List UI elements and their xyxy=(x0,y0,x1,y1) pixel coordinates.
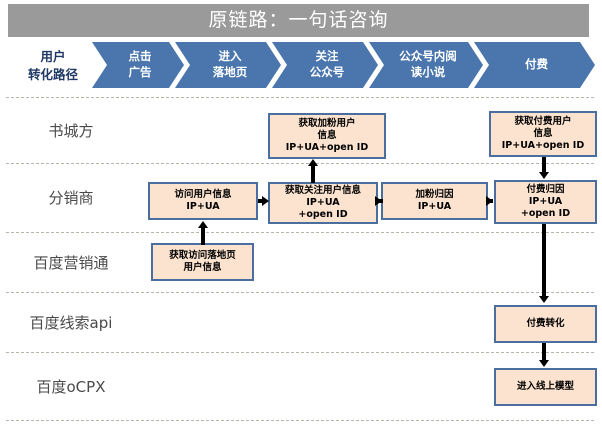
box-pay-attribution-line3: +open ID xyxy=(520,208,571,220)
box-pay-conversion-line1: 付费转化 xyxy=(526,317,565,329)
arrow-payconv-to-model-head xyxy=(539,360,549,367)
arrow-visit-to-follow-head xyxy=(262,196,269,206)
arrow-landing-to-visit-line xyxy=(201,228,205,245)
arrow-payattr-to-payconv-line xyxy=(542,224,546,298)
lane-label-baidu-leads-api: 百度线索api xyxy=(29,313,113,332)
conversion-path-label-line2: 转化路径 xyxy=(27,67,78,82)
lane-label-distributor: 分销商 xyxy=(48,189,94,207)
box-fan-user-info-line3: IP+UA+open ID xyxy=(285,142,369,154)
arrow-payattr-to-payconv-head xyxy=(539,296,549,303)
lane-label-baidu-ocpx: 百度oCPX xyxy=(36,377,106,396)
box-follow-user-info-line3: +open ID xyxy=(298,209,348,221)
arrow-landing-to-visit-head xyxy=(198,221,208,228)
box-pay-conversion[interactable]: 付费转化 xyxy=(494,305,597,343)
path-step-read-novel-line1: 公众号内阅 xyxy=(399,49,457,64)
box-pay-user-info-line1: 获取付费用户 xyxy=(514,115,572,127)
box-fan-attribution-line2: IP+UA xyxy=(417,201,452,212)
path-step-follow-official-account-line1: 关注 xyxy=(315,49,339,64)
arrow-payuser-to-payattr-line xyxy=(542,157,546,173)
box-enter-online-model[interactable]: 进入线上模型 xyxy=(494,368,597,406)
box-visit-user-info[interactable]: 访问用户信息 IP+UA xyxy=(148,182,258,220)
box-landing-user-info-line1: 获取访问落地页 xyxy=(169,249,236,261)
box-fan-user-info-line1: 获取加粉用户 xyxy=(298,117,356,129)
path-step-enter-landing-page-line2: 落地页 xyxy=(212,65,248,79)
path-step-follow-official-account[interactable]: 关注 公众号 xyxy=(272,42,378,88)
box-pay-attribution-line2: IP+UA xyxy=(528,195,563,207)
box-follow-user-info-line2: IP+UA xyxy=(306,196,340,208)
arrow-payuser-to-payattr-head xyxy=(539,172,549,179)
path-step-click-ad-line2: 广告 xyxy=(128,65,152,79)
box-fan-user-info[interactable]: 获取加粉用户 信息 IP+UA+open ID xyxy=(268,113,386,159)
box-pay-attribution[interactable]: 付费归因 IP+UA +open ID xyxy=(494,180,597,224)
box-visit-user-info-line2: IP+UA xyxy=(186,201,220,212)
box-pay-user-info-line2: 信息 xyxy=(533,127,553,139)
path-step-pay-line1: 付费 xyxy=(525,57,548,72)
path-step-click-ad-line1: 点击 xyxy=(128,49,152,64)
box-fan-user-info-line2: 信息 xyxy=(317,129,337,141)
box-visit-user-info-line1: 访问用户信息 xyxy=(174,188,232,200)
path-step-enter-landing-page-line1: 进入 xyxy=(218,49,242,64)
lane-label-bookstore: 书城方 xyxy=(48,121,94,140)
box-landing-user-info-line2: 用户信息 xyxy=(183,262,222,273)
box-enter-online-model-line1: 进入线上模型 xyxy=(516,380,574,392)
path-step-click-ad[interactable]: 点击 广告 xyxy=(92,42,184,88)
lane-divider-3 xyxy=(6,232,594,233)
box-pay-user-info-line3: IP+UA+open ID xyxy=(501,140,585,152)
box-follow-user-info-line1: 获取关注用户信息 xyxy=(284,184,361,196)
arrow-fanattr-to-payattr-head xyxy=(486,196,493,206)
box-landing-user-info[interactable]: 获取访问落地页 用户信息 xyxy=(151,243,254,281)
box-fan-attribution[interactable]: 加粉归因 IP+UA xyxy=(381,182,488,220)
box-follow-user-info[interactable]: 获取关注用户信息 IP+UA +open ID xyxy=(268,182,378,224)
path-step-follow-official-account-line2: 公众号 xyxy=(309,65,345,79)
arrow-follow-to-fanuser-line xyxy=(311,166,315,183)
diagram-title-bar: 原链路：一句话咨询 xyxy=(8,4,589,37)
arrow-follow-to-fanattr-head xyxy=(375,196,382,206)
page-title: 原链路：一句话咨询 xyxy=(208,9,389,31)
path-step-enter-landing-page[interactable]: 进入 落地页 xyxy=(175,42,281,88)
lane-label-baidu-marketing: 百度营销通 xyxy=(33,253,109,272)
path-step-read-novel[interactable]: 公众号内阅 读小说 xyxy=(369,42,483,88)
box-pay-user-info[interactable]: 获取付费用户 信息 IP+UA+open ID xyxy=(489,111,597,157)
arrow-payconv-to-model-line xyxy=(542,343,546,362)
lane-divider-6 xyxy=(6,420,594,421)
box-pay-attribution-line1: 付费归因 xyxy=(526,183,565,195)
path-step-read-novel-line2: 读小说 xyxy=(410,65,446,79)
box-fan-attribution-line1: 加粉归因 xyxy=(415,188,454,200)
lane-divider-2 xyxy=(6,163,594,164)
arrow-visit-to-follow-line xyxy=(258,199,263,203)
lane-divider-5 xyxy=(6,352,594,353)
conversion-path-label: 用户 转化路径 xyxy=(14,44,92,88)
lane-divider-4 xyxy=(6,292,594,293)
lane-divider-1 xyxy=(6,97,594,98)
path-step-pay[interactable]: 付费 xyxy=(474,42,595,88)
conversion-path-label-line1: 用户 xyxy=(40,48,66,64)
arrow-follow-to-fanuser-head xyxy=(308,159,318,166)
